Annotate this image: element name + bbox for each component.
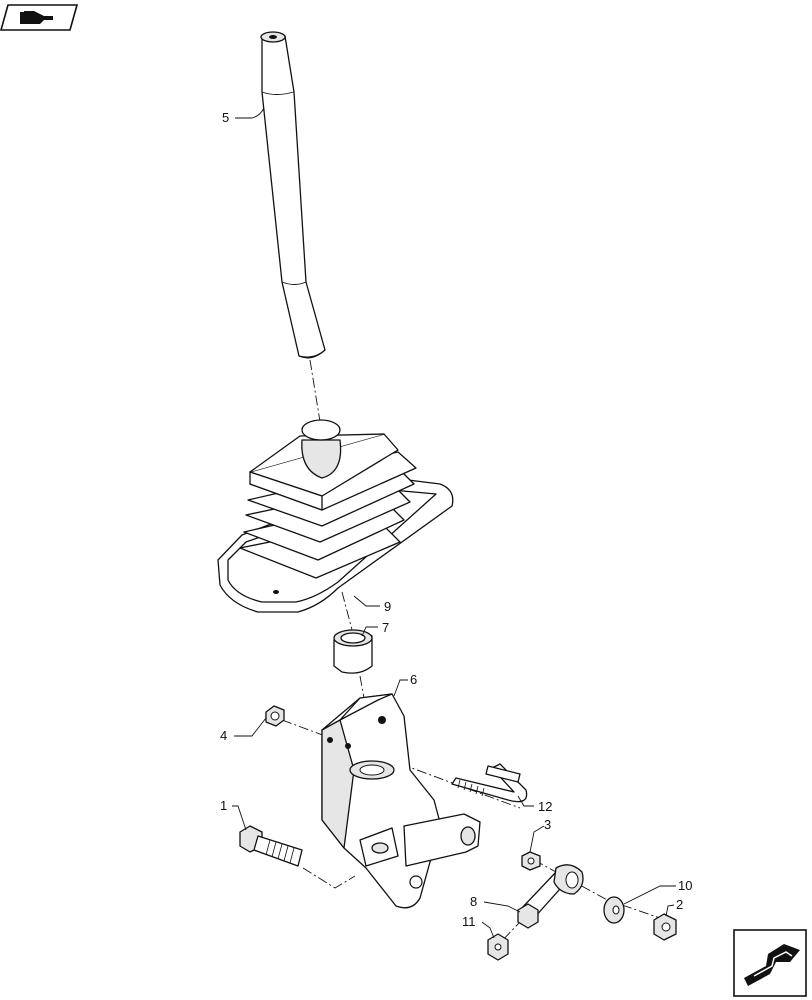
callout-7: 7 [382,620,389,635]
callout-4: 4 [220,728,227,743]
callout-5: 5 [222,110,229,125]
nut-11 [487,933,509,961]
callout-2: 2 [676,897,683,912]
lock-nut-2 [653,913,677,941]
callout-8: 8 [470,894,477,909]
callout-labels: 5 9 7 6 4 1 12 3 10 2 8 11 [220,110,692,929]
callout-1: 1 [220,798,227,813]
washer [603,896,625,924]
nut-3 [521,851,541,871]
flange-nut-4 [265,705,285,727]
lever-bracket [321,693,481,909]
bushing [333,629,373,674]
callout-12: 12 [538,799,552,814]
hand-pointing-icon[interactable] [0,4,79,31]
callout-6: 6 [410,672,417,687]
rod-end-link [517,864,584,929]
u-bolt [451,763,528,803]
callout-leaders [232,107,676,939]
callout-3: 3 [544,817,551,832]
rubber-boot [217,419,454,613]
bolt [239,825,303,867]
shift-lever-rod [260,31,326,359]
forward-arrow-icon[interactable] [733,929,807,997]
callout-10: 10 [678,878,692,893]
callout-11: 11 [462,914,476,929]
callout-9: 9 [384,599,391,614]
